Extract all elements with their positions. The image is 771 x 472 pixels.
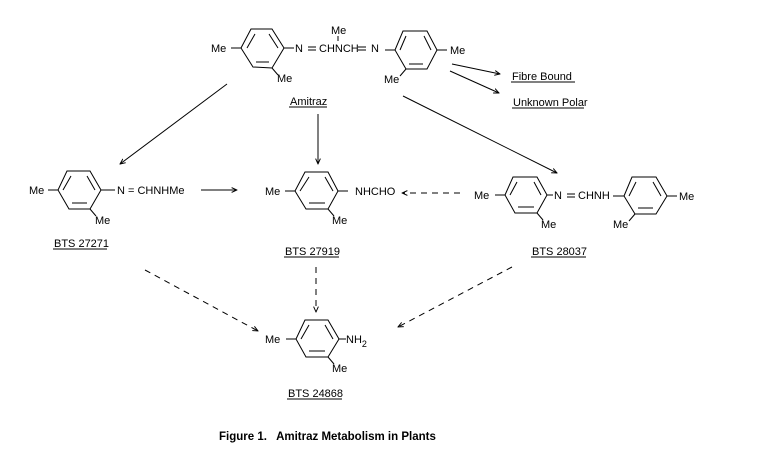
bts28037-left-ortho-me: Me <box>541 219 556 231</box>
amitraz-left-ortho-me: Me <box>277 73 292 85</box>
bts27919-substituent: NHCHO <box>355 186 396 198</box>
bts27271-name: BTS 27271 <box>54 238 109 250</box>
compound-bts-28037: Me Me N CHNH Me Me BTS 28037 <box>474 176 694 258</box>
arrow-bts28037-to-bts24868 <box>398 266 513 327</box>
bts27919-para-me: Me <box>265 186 280 198</box>
amitraz-right-para-me: Me <box>450 45 465 57</box>
figure-caption: Figure 1. Amitraz Metabolism in Plants <box>219 431 436 443</box>
benzene-ring-left <box>504 176 548 214</box>
benzene-ring <box>294 171 339 210</box>
bts24868-substituent: NH2 <box>346 334 367 349</box>
bts24868-para-me: Me <box>265 334 280 346</box>
arrow-amitraz-to-fibre-bound <box>451 63 500 74</box>
benzene-ring-right <box>394 30 438 70</box>
fibre-bound-label: Fibre Bound <box>512 71 572 83</box>
compound-bts-27919: Me Me NHCHO BTS 27919 <box>265 171 396 258</box>
side-products: Fibre Bound Unknown Polar <box>511 71 588 109</box>
compound-bts-24868: Me Me NH2 BTS 24868 <box>265 319 367 400</box>
bts27271-ortho-me: Me <box>95 215 110 227</box>
benzene-ring <box>57 170 102 210</box>
bts27919-ortho-me: Me <box>332 215 347 227</box>
benzene-ring-left <box>240 28 285 69</box>
unknown-polar-label: Unknown Polar <box>513 97 588 109</box>
bts27919-name: BTS 27919 <box>285 246 340 258</box>
amitraz-right-ortho-me: Me <box>384 74 399 86</box>
bts28037-right-ortho-me: Me <box>613 219 628 231</box>
amitraz-n2: N <box>371 43 379 55</box>
arrow-amitraz-to-bts27271 <box>120 83 228 164</box>
amitraz-chain-me: Me <box>331 25 346 37</box>
arrow-amitraz-to-bts28037 <box>402 95 557 173</box>
bts28037-left-para-me: Me <box>474 190 489 202</box>
bts24868-name: BTS 24868 <box>288 388 343 400</box>
amitraz-chain: CHNCH <box>319 43 359 55</box>
bts27271-para-me: Me <box>29 185 44 197</box>
arrow-amitraz-to-unknown-polar <box>449 70 499 93</box>
compound-amitraz: Me Me N CHNCH Me N Me Me Amitraz <box>211 25 465 108</box>
amitraz-name: Amitraz <box>290 96 327 108</box>
benzene-ring-right <box>623 176 668 215</box>
bts28037-right-para-me: Me <box>679 191 694 203</box>
compound-bts-27271: Me Me N = CHNHMe BTS 27271 <box>29 170 185 250</box>
bts28037-name: BTS 28037 <box>532 246 587 258</box>
bts28037-chain: CHNH <box>578 190 610 202</box>
arrow-bts27271-to-bts24868 <box>144 269 258 331</box>
amitraz-n1: N <box>295 43 303 55</box>
benzene-ring <box>295 319 340 358</box>
pathway-arrows <box>120 63 557 331</box>
bts24868-ortho-me: Me <box>332 363 347 375</box>
amitraz-left-para-me: Me <box>211 43 226 55</box>
bts28037-n: N <box>554 190 562 202</box>
bts27271-substituent: N = CHNHMe <box>117 185 185 197</box>
